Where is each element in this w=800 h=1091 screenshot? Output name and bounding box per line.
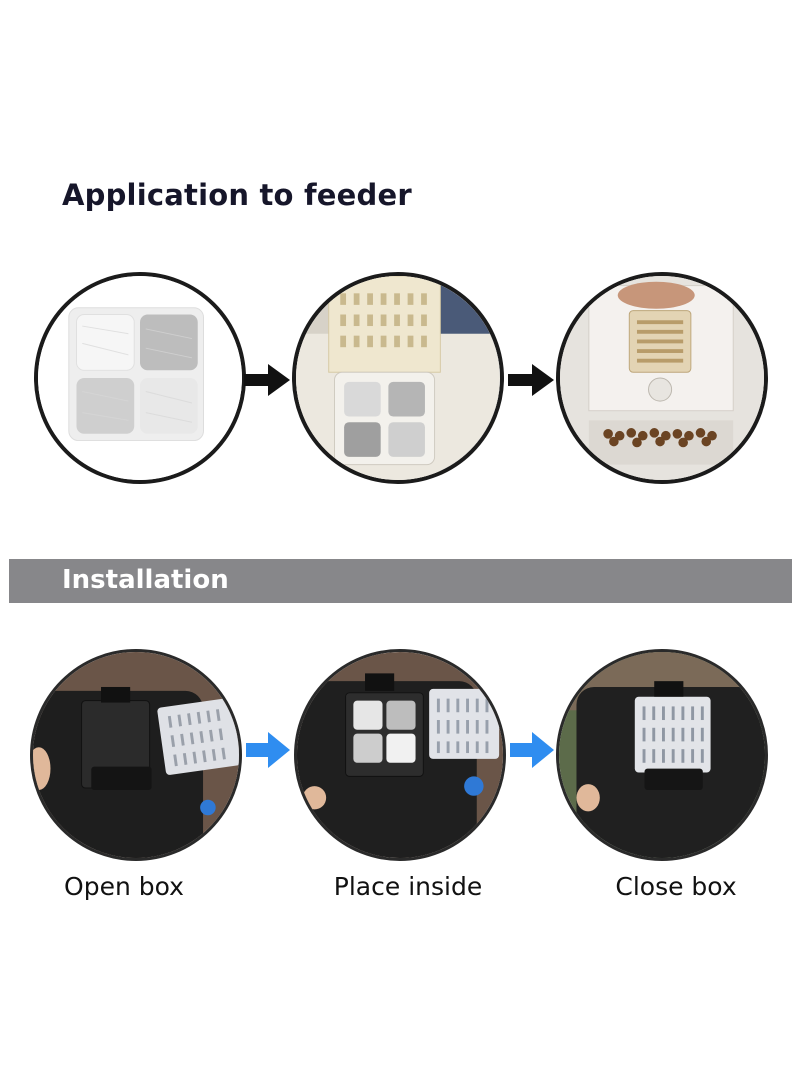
feeder-with-food-photo	[556, 272, 768, 484]
step-caption-open-box: Open box	[64, 872, 184, 901]
blue-arrow-right-icon-2	[510, 732, 554, 768]
black-arrow-right-icon	[244, 364, 290, 396]
close-box-photo	[556, 649, 768, 861]
blue-arrow-right-icon	[246, 732, 290, 768]
installation-title: Installation	[62, 565, 229, 595]
installation-banner: Installation	[9, 559, 792, 603]
open-box-photo	[30, 649, 242, 861]
place-inside-photo	[294, 649, 506, 861]
step-caption-close-box: Close box	[615, 872, 737, 901]
filter-in-feeder-lid-photo	[292, 272, 504, 484]
application-title: Application to feeder	[62, 178, 412, 212]
black-arrow-right-icon-2	[508, 364, 554, 396]
filter-pads-photo	[34, 272, 246, 484]
step-caption-place-inside: Place inside	[333, 872, 483, 901]
